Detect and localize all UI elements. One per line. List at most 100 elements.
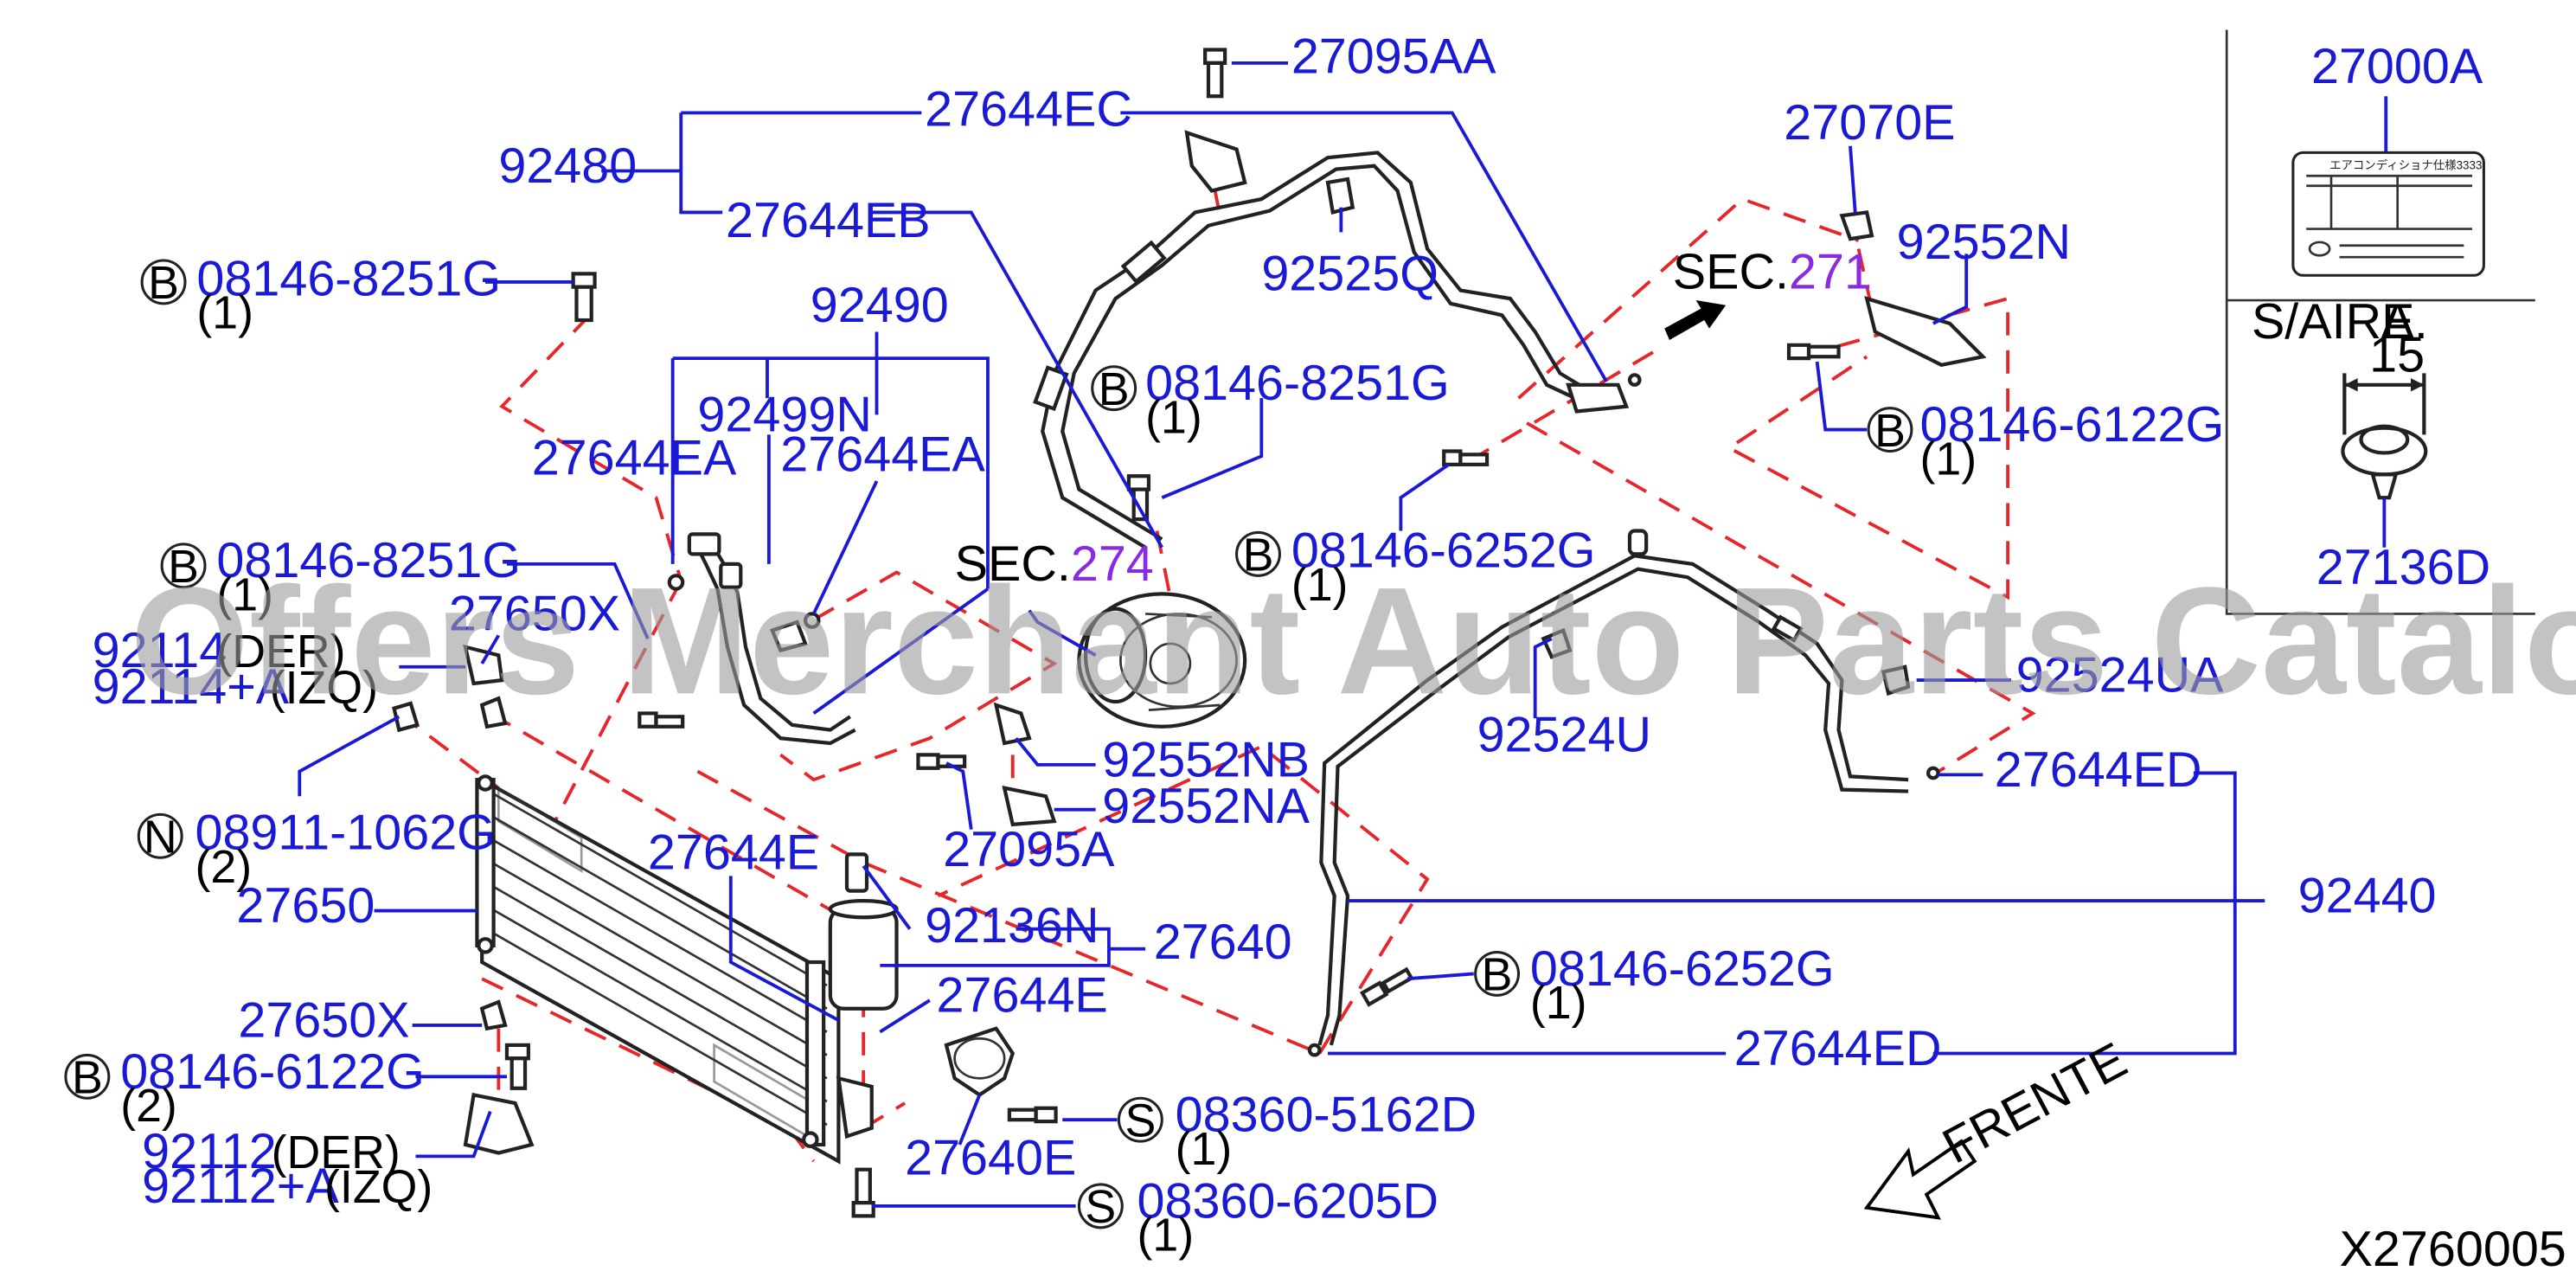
label-27000A[interactable]: 27000A (2311, 39, 2483, 94)
label-92490[interactable]: 92490 (811, 278, 949, 333)
label-27644E-lower[interactable]: 27644E (937, 968, 1108, 1024)
sec-274-ref[interactable]: SEC.274 (955, 536, 1154, 592)
watermark-text: Offers Merchant Auto Parts Catalog PARTS… (131, 555, 2576, 726)
label-27650X-bottom[interactable]: 27650X (238, 992, 409, 1048)
marker-b-2: B (1091, 363, 1137, 415)
label-27095AA[interactable]: 27095AA (1291, 29, 1496, 84)
receiver-drier-27640[interactable] (828, 852, 899, 1011)
dimension-arrows (2342, 373, 2426, 435)
qty-08146-8251G-mid: (1) (1145, 391, 1202, 443)
label-27644EA-right[interactable]: 27644EA (780, 427, 985, 483)
label-27644EA-left[interactable]: 27644EA (532, 430, 737, 485)
qty-08911-1062G: (2) (195, 841, 252, 893)
leader-lines (298, 61, 2265, 1208)
qty-08146-8251G-top: (1) (196, 287, 253, 339)
label-08911-1062G[interactable]: 08911-1062G (195, 806, 495, 861)
label-92440[interactable]: 92440 (2298, 869, 2437, 924)
label-92552NA[interactable]: 92552NA (1102, 779, 1310, 834)
marker-b-7: B (1474, 949, 1521, 1001)
label-92499N[interactable]: 92499N (697, 388, 871, 443)
side-izq: (IZQ) (324, 1161, 433, 1213)
label-27644ED-lower[interactable]: 27644ED (1734, 1021, 1942, 1076)
label-27136D[interactable]: 27136D (2316, 540, 2490, 595)
ac-label-sticker: エアコンディショナ仕様3333 (2291, 151, 2485, 277)
qty-08146-6252G-upper: (1) (1291, 559, 1349, 611)
label-27650[interactable]: 27650 (236, 878, 375, 934)
label-92552N[interactable]: 92552N (1897, 215, 2071, 270)
marker-b-3: B (160, 541, 207, 593)
svg-text:B: B (1874, 405, 1906, 457)
qty-08146-8251G-left: (1) (216, 569, 273, 621)
label-08146-6122G-left[interactable]: 08146-6122G (120, 1044, 425, 1100)
sec-271-ref[interactable]: SEC.271 (1664, 245, 1872, 341)
label-92552NB[interactable]: 92552NB (1102, 732, 1310, 787)
marker-b-4: B (64, 1052, 111, 1104)
label-92480[interactable]: 92480 (498, 138, 637, 194)
label-92136N[interactable]: 92136N (925, 898, 1099, 953)
condenser-27650[interactable] (475, 774, 841, 1165)
hose-27644EA (667, 532, 856, 746)
label-27644EC[interactable]: 27644EC (925, 82, 1132, 138)
label-08146-6252G-lower[interactable]: 08146-6252G (1530, 941, 1835, 997)
clip-27136D-drawing[interactable] (2341, 424, 2428, 500)
svg-text:S: S (1125, 1095, 1156, 1146)
bracket-27640E[interactable] (944, 1026, 1016, 1097)
marker-n-1: N (137, 811, 183, 863)
hose-27644EC (1033, 151, 1642, 549)
bolts (392, 48, 1841, 1218)
brackets (463, 130, 1987, 1155)
side-der: (DER) (272, 1127, 400, 1178)
qty-08146-6252G-lower: (1) (1530, 977, 1587, 1029)
compressor[interactable] (1077, 592, 1247, 729)
marker-b-5: B (1235, 530, 1281, 581)
dashed-guide-lines (398, 149, 2036, 1163)
label-27644EB[interactable]: 27644EB (726, 193, 931, 248)
saire-a-label: A. (2381, 294, 2428, 350)
svg-text:SEC.274: SEC.274 (955, 536, 1154, 592)
inset-panel: 27000A エアコンディショナ仕様3333 S/AIRE A. 15 (2225, 29, 2535, 615)
label-92524U[interactable]: 92524U (1477, 708, 1651, 763)
front-arrow-icon (1863, 1139, 1977, 1220)
label-92525Q[interactable]: 92525Q (1261, 247, 1439, 302)
circled-markers: B B B N B S S B B B (64, 257, 1913, 1233)
label-27644ED-upper[interactable]: 27644ED (1995, 742, 2202, 798)
side-der-top: (DER) (216, 626, 345, 677)
marker-b-1: B (140, 257, 187, 309)
label-27095A[interactable]: 27095A (943, 822, 1115, 877)
label-27650X-top[interactable]: 27650X (449, 587, 620, 642)
side-izq-top: (IZQ) (270, 662, 378, 714)
svg-text:B: B (168, 541, 199, 593)
label-27070E[interactable]: 27070E (1784, 95, 1955, 151)
label-27640E[interactable]: 27640E (905, 1130, 1076, 1185)
svg-text:N: N (144, 811, 177, 863)
label-08146-8251G-top[interactable]: 08146-8251G (196, 251, 501, 306)
label-27644E-upper[interactable]: 27644E (648, 825, 819, 881)
svg-text:S: S (1085, 1181, 1116, 1233)
marker-b-6: B (1867, 405, 1913, 457)
qty-08360-6205D: (1) (1137, 1210, 1195, 1262)
svg-text:B: B (148, 257, 179, 309)
label-92112[interactable]: 92112 (142, 1124, 277, 1179)
label-92524UA[interactable]: 92524UA (2016, 648, 2224, 703)
qty-08146-6122G-right: (1) (1919, 433, 1977, 485)
label-08360-5162D[interactable]: 08360-5162D (1176, 1088, 1477, 1143)
label-08146-8251G-left[interactable]: 08146-8251G (216, 533, 521, 588)
label-27640[interactable]: 27640 (1154, 915, 1292, 970)
label-08360-6205D[interactable]: 08360-6205D (1137, 1173, 1439, 1229)
pipe-92440 (1307, 529, 1940, 1057)
label-92114[interactable]: 92114 (93, 623, 227, 678)
svg-text:B: B (72, 1052, 103, 1104)
label-92112A[interactable]: 92112+A (142, 1159, 339, 1214)
label-92114A[interactable]: 92114+A (93, 659, 290, 715)
arrow-right-icon (1664, 300, 1727, 341)
svg-text:SEC.271: SEC.271 (1673, 245, 1872, 300)
svg-text:B: B (1482, 949, 1513, 1001)
label-08146-6122G-right[interactable]: 08146-6122G (1919, 397, 2224, 453)
dimension-15: 15 (2369, 327, 2425, 382)
svg-text:B: B (1099, 363, 1130, 415)
qty-08360-5162D: (1) (1176, 1123, 1233, 1175)
label-08146-8251G-mid[interactable]: 08146-8251G (1145, 356, 1450, 411)
label-08146-6252G-upper[interactable]: 08146-6252G (1291, 523, 1596, 579)
qty-08146-6122G-left: (2) (120, 1080, 177, 1132)
